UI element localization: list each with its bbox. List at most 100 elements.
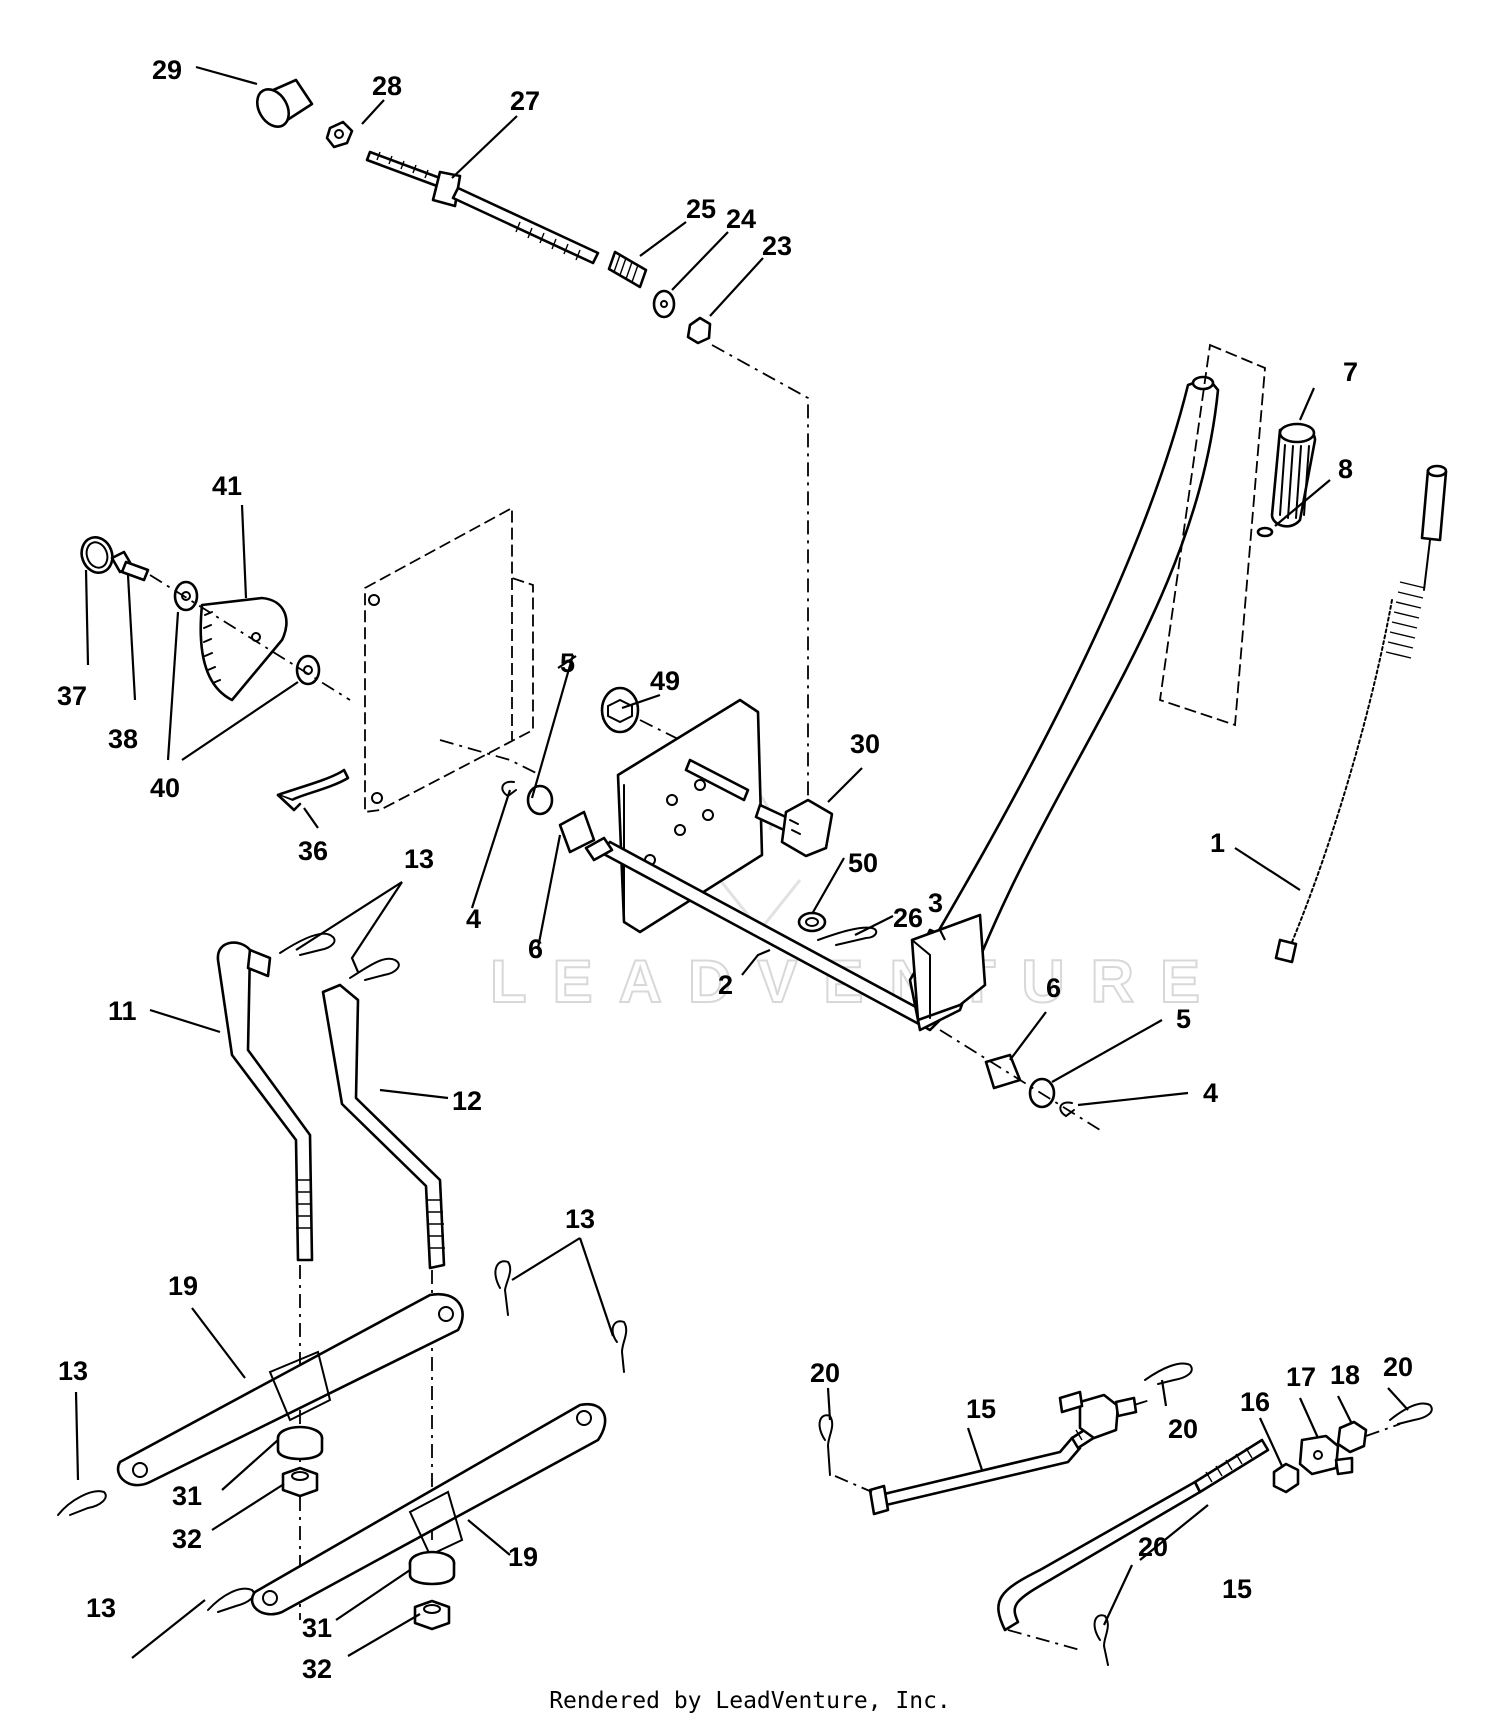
callout-50: 50 <box>848 848 878 878</box>
callout-26: 26 <box>893 903 923 933</box>
centerline-shaft-right <box>939 1029 1101 1131</box>
washer-40a <box>173 580 199 612</box>
nut-28 <box>325 120 354 149</box>
nut-32a <box>281 1466 319 1498</box>
pin-stud <box>684 758 750 802</box>
mounting-plate-outline <box>364 506 534 814</box>
callout-32a: 32 <box>172 1524 202 1554</box>
callout-15b: 15 <box>1222 1574 1252 1604</box>
callout-23: 23 <box>762 231 792 261</box>
callout-1: 1 <box>1210 828 1225 858</box>
centerline-15a <box>1133 1399 1151 1406</box>
hairpin-20a <box>818 1414 834 1476</box>
cap-8 <box>1256 526 1274 538</box>
clip-36 <box>276 768 350 812</box>
callout-29: 29 <box>152 55 182 85</box>
nut-49 <box>600 686 640 734</box>
hairpin-13b <box>349 957 400 981</box>
callout-2: 2 <box>718 970 733 1000</box>
callout-7: 7 <box>1343 357 1358 387</box>
collar-6b <box>984 1053 1022 1090</box>
callout-18: 18 <box>1330 1360 1360 1390</box>
callout-32b: 32 <box>302 1654 332 1684</box>
bushing-31a <box>276 1425 324 1461</box>
nut-32b <box>413 1599 451 1631</box>
lift-lever <box>908 375 1220 1032</box>
callout-19a: 19 <box>168 1271 198 1301</box>
callout-37: 37 <box>57 681 87 711</box>
cam-41 <box>199 596 288 702</box>
trunnion-15a <box>1058 1390 1138 1440</box>
hairpin-13f <box>207 1587 255 1613</box>
rod-11 <box>216 941 314 1262</box>
bolt-38 <box>110 550 150 582</box>
callout-28: 28 <box>372 71 402 101</box>
clip-4b <box>1059 1101 1075 1118</box>
rod-15b <box>997 1438 1270 1632</box>
callout-11: 11 <box>108 996 137 1026</box>
trunnion-17 <box>1298 1434 1340 1476</box>
callout-36: 36 <box>298 836 328 866</box>
callout-12: 12 <box>452 1086 482 1116</box>
centerline-20a <box>834 1475 873 1493</box>
callout-4a: 4 <box>466 904 481 934</box>
washer-40b <box>295 654 321 686</box>
hairpin-13a <box>279 932 336 956</box>
callout-49: 49 <box>650 666 680 696</box>
callout-13d: 13 <box>86 1593 116 1623</box>
callout-27: 27 <box>510 86 540 116</box>
hairpin-20c <box>1389 1402 1433 1425</box>
centerline-20d <box>1007 1629 1081 1651</box>
callout-15a: 15 <box>966 1394 996 1424</box>
hairpin-26 <box>817 926 878 946</box>
hairpin-13e <box>57 1490 107 1516</box>
callout-17: 17 <box>1286 1362 1316 1392</box>
callout-13c: 13 <box>58 1356 88 1386</box>
callout-6b: 6 <box>1046 973 1061 1003</box>
callout-38: 38 <box>108 724 138 754</box>
callout-5b: 5 <box>1176 1004 1191 1034</box>
lift-arm-19b <box>250 1402 607 1616</box>
knob-29 <box>255 78 314 128</box>
nut-23 <box>686 316 712 345</box>
callout-8: 8 <box>1338 454 1353 484</box>
rod-15a <box>868 1418 1108 1516</box>
callout-20c: 20 <box>1383 1352 1413 1382</box>
callout-6a: 6 <box>528 934 543 964</box>
callout-25: 25 <box>686 194 716 224</box>
hairpin-20b <box>1144 1362 1193 1385</box>
grip-box-outline <box>1159 343 1266 727</box>
centerline-15b <box>1365 1423 1401 1437</box>
callout-31a: 31 <box>172 1481 202 1511</box>
centerline-rod <box>711 344 809 815</box>
callout-31b: 31 <box>302 1613 332 1643</box>
footer-credit: Rendered by LeadVenture, Inc. <box>549 1688 951 1714</box>
adjust-rod-27 <box>365 150 600 265</box>
washer-5a <box>526 784 554 816</box>
hairpin-13d <box>611 1320 628 1373</box>
lock-washer-50 <box>797 911 827 933</box>
washer-24 <box>652 289 676 319</box>
trunnion-30 <box>754 798 834 858</box>
callout-41: 41 <box>212 471 242 501</box>
centerline-knob <box>149 574 351 701</box>
nut-18 <box>1334 1420 1368 1476</box>
callout-20b: 20 <box>1168 1414 1198 1444</box>
bushing-31b <box>408 1550 456 1586</box>
callout-13a: 13 <box>404 844 434 874</box>
callout-20d: 20 <box>1138 1532 1168 1562</box>
lift-arm-19a <box>116 1292 464 1487</box>
centerline-plate <box>439 739 541 776</box>
ring-37 <box>80 536 114 574</box>
grip-7 <box>1270 422 1317 528</box>
callout-24: 24 <box>726 204 756 234</box>
hairpin-20d <box>1093 1614 1109 1666</box>
callout-13b: 13 <box>565 1204 595 1234</box>
callout-40: 40 <box>150 773 180 803</box>
callout-16: 16 <box>1240 1387 1270 1417</box>
callout-20a: 20 <box>810 1358 840 1388</box>
rod-12 <box>321 983 446 1270</box>
callout-5a: 5 <box>560 648 575 678</box>
spring-25 <box>607 250 648 289</box>
